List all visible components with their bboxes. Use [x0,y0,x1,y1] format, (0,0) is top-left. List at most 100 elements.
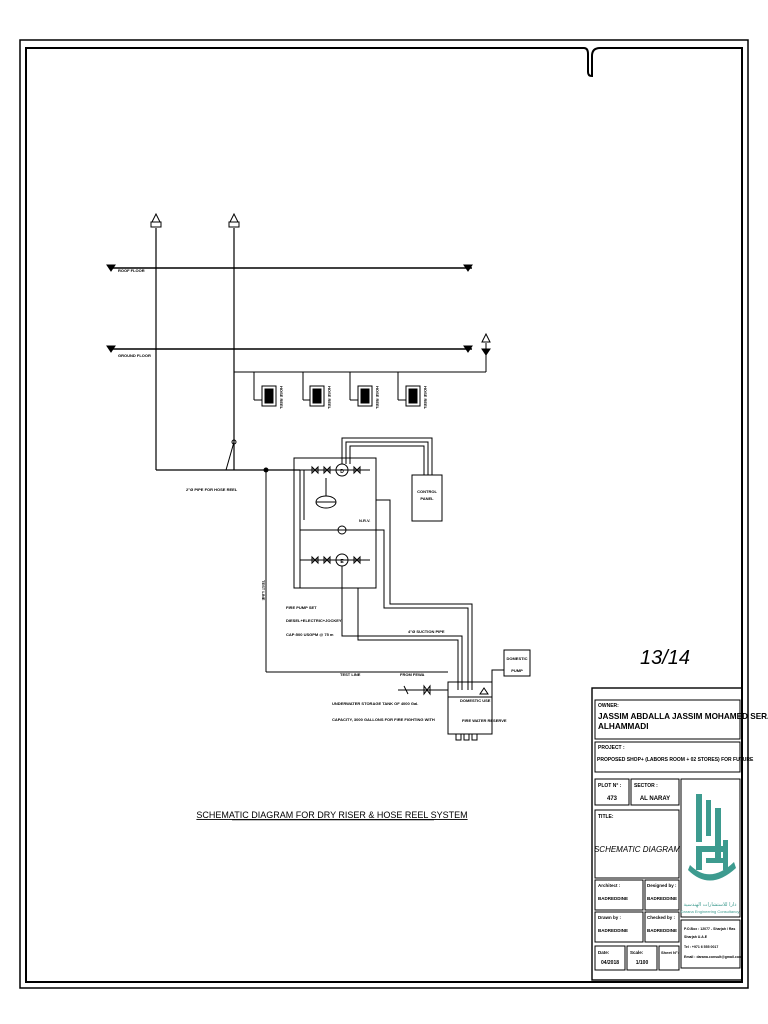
test-line-label: TEST LINE [340,672,361,677]
project-text: PROPOSED SHOP+ (LABORS ROOM + 02 STORES)… [597,757,754,763]
jockey-pump-icon [337,525,347,535]
designed-box [644,879,680,911]
suction-pipe-label: 4"Ø SUCTION PIPE [408,629,445,634]
hose-reel-valve-icon [231,439,237,445]
ground-stub-vent-icon [481,332,491,343]
checked-label: Checked by : [647,915,676,920]
hose-reel-label-4: HOSE REEL [423,386,428,410]
control-panel-box [411,474,443,522]
company-logo [688,794,736,881]
checked-box [644,911,680,943]
drawn-value: BADREDDINE [598,928,628,933]
owner-box [594,699,741,740]
drawn-box [594,911,644,943]
hose-reel-cabinet-2 [302,372,325,407]
fewa-valve-icon [423,684,431,696]
architect-value: BADREDDINE [598,896,628,901]
roof-level-marker-right [463,264,473,272]
contact-box [680,919,741,969]
valve-icon-3 [353,465,361,475]
tank-reserve-label: FIRE WATER RESERVE [462,718,507,723]
designed-label: Designed by : [647,883,677,888]
ground-stub-valve-icon [481,348,491,356]
hose-reel-label-2: HOSE REEL [327,386,332,410]
contact-line-1: P.O.Box : 12077 - Sharjah / Ras [684,927,735,931]
plot-box [594,778,630,806]
fire-pump-set-label-1: FIRE PUMP SET [286,605,317,610]
tank-vent-icon [479,687,489,695]
suction-pipe-3 [341,566,463,690]
valve-icon-4 [311,555,319,565]
fire-pump-set-label-3: CAP:500 USGPM @ 75 m [286,632,334,637]
date-box [594,945,626,971]
roof-floor-label: ROOF FLOOR [118,268,145,273]
plot-value: 473 [607,796,618,802]
riser-vent-icon [151,212,161,223]
nrv-label: N.R.V. [359,518,370,523]
valve-icon-6 [353,555,361,565]
control-panel-label-2: PANEL [420,496,434,501]
date-value: 04/2018 [601,960,619,966]
scale-label: Scale: [630,950,644,955]
test-line-tee [263,467,269,473]
company-arabic-name: دارا للاستشارات الهندسية [683,902,736,908]
suction-pipe-2 [376,529,469,690]
control-wire-2 [345,441,429,475]
domestic-pump-label-2: PUMP [511,668,523,673]
hose-reel-label-3: HOSE REEL [375,386,380,410]
sector-value: AL NARAY [640,796,670,802]
electric-pump-letter: E [340,559,344,565]
scale-value: 1/100 [636,960,649,966]
valve-icon-1 [311,465,319,475]
test-line-vertical-label: TEST LINE [261,580,266,601]
diagram-title: SCHEMATIC DIAGRAM FOR DRY RISER & HOSE R… [196,810,467,820]
domestic-pump-pipe [491,669,504,688]
ground-floor-label: GROUND FLOOR [118,353,151,358]
domestic-pump-label-1: DOMESTIC [506,656,527,661]
water-tank-box [447,681,493,735]
contact-line-2: Sharjah U.A.E [684,935,708,939]
hose-reel-connection [225,441,235,471]
owner-name-line1: JASSIM ABDALLA JASSIM MOHAMED SERAJ [598,712,768,721]
control-wire-3 [349,445,425,475]
contact-line-4: Email : darana.consult@gmail.com [684,955,742,959]
architect-box [594,879,644,911]
owner-label: OWNER: [598,703,619,709]
valve-icon-2 [323,465,331,475]
pump-room-box [293,457,377,589]
title-block-frame [591,687,743,981]
scale-box [626,945,658,971]
plot-label: PLOT N° : [598,783,622,789]
hose-reel-label-1: HOSE REEL [279,386,284,410]
project-label: PROJECT : [598,745,625,751]
owner-name-line2: ALHAMMADI [598,722,648,731]
control-panel-label-1: CONTROL [417,489,437,494]
checked-value: BADREDDINE [647,928,677,933]
ground-level-marker-right [463,345,473,353]
tank-note-line-2: CAPACITY, 3000 GALLONS FOR FIRE FIGHTING… [332,717,435,722]
title-value: SCHEMATIC DIAGRAM [594,845,680,854]
sheet-number: 13/14 [640,647,690,669]
from-fewa-label: FROM FEWA [400,672,425,677]
sector-label: SECTOR : [634,783,658,789]
inner-frame [25,47,743,983]
domestic-pump-box [503,649,531,677]
roof-level-marker-left [106,264,116,272]
hose-reel-pipe-label: 2"Ø PIPE FOR HOSE REEL [186,487,238,492]
date-label: Date: [598,950,610,955]
suction-pipe-1 [376,499,473,690]
hose-reel-cabinet-4 [397,372,421,407]
designed-value: BADREDDINE [647,896,677,901]
schematic-diagram [106,212,531,741]
sheetno-label: Sheet N°: [661,950,679,955]
valve-icon-5 [323,555,331,565]
ground-level-marker-left [106,345,116,353]
diesel-pump-letter: D [340,469,344,475]
contact-line-3: Tel : +971 6 555 0017 [684,945,718,949]
hose-riser-vent-icon [229,212,239,223]
title-block [591,687,743,981]
title-label: TITLE: [598,814,614,820]
hose-riser-vent-cap [228,221,240,228]
fire-pump-set-label-2: DIESEL+ELECTRIC+JOCKEY [286,618,342,623]
